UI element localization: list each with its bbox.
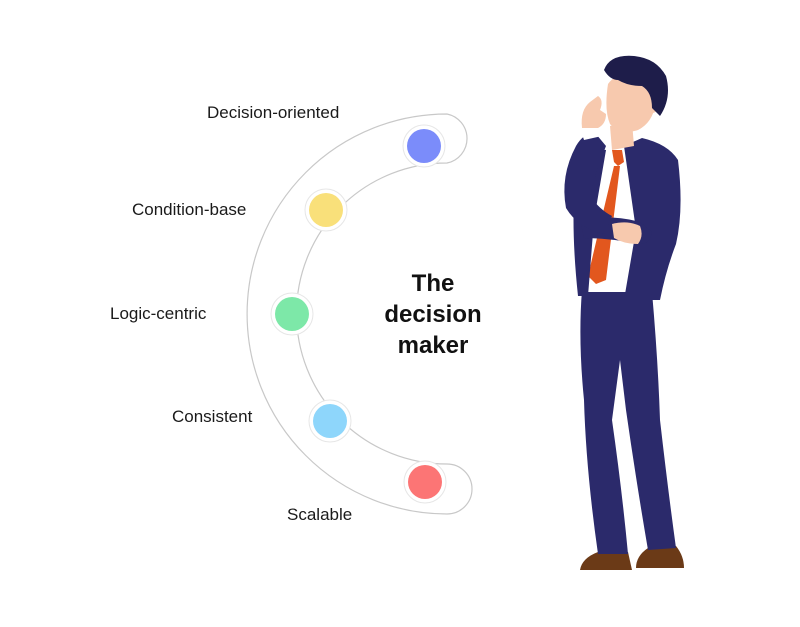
center-title-line-3: maker (397, 332, 469, 359)
center-title-line-2: decision (384, 301, 482, 328)
thinking-businessman-illustration (564, 55, 684, 570)
trait-label-condition-base: Condition-base (132, 200, 247, 219)
trait-label-scalable: Scalable (287, 505, 353, 524)
logic-centric-dot (275, 297, 309, 331)
trousers (580, 290, 676, 554)
trait-label-consistent: Consistent (172, 407, 253, 426)
elbow-hand (612, 222, 642, 244)
right-shoe (636, 546, 684, 568)
condition-base-dot (309, 193, 343, 227)
center-title-line-1: The (411, 270, 455, 297)
scalable-dot (408, 465, 442, 499)
hair (604, 55, 668, 116)
consistent-dot (313, 404, 347, 438)
thinking-hand (581, 96, 606, 128)
trait-label-logic-centric: Logic-centric (110, 304, 207, 323)
center-title: The decision maker (360, 268, 506, 361)
trait-label-decision-oriented: Decision-oriented (207, 103, 340, 122)
jacket-right (624, 138, 681, 300)
raised-arm (564, 133, 612, 234)
trait-markers (270, 124, 447, 504)
head (606, 73, 656, 132)
left-shoe (580, 552, 632, 570)
c-shaped-track (246, 113, 473, 515)
decision-oriented-dot (407, 129, 441, 163)
